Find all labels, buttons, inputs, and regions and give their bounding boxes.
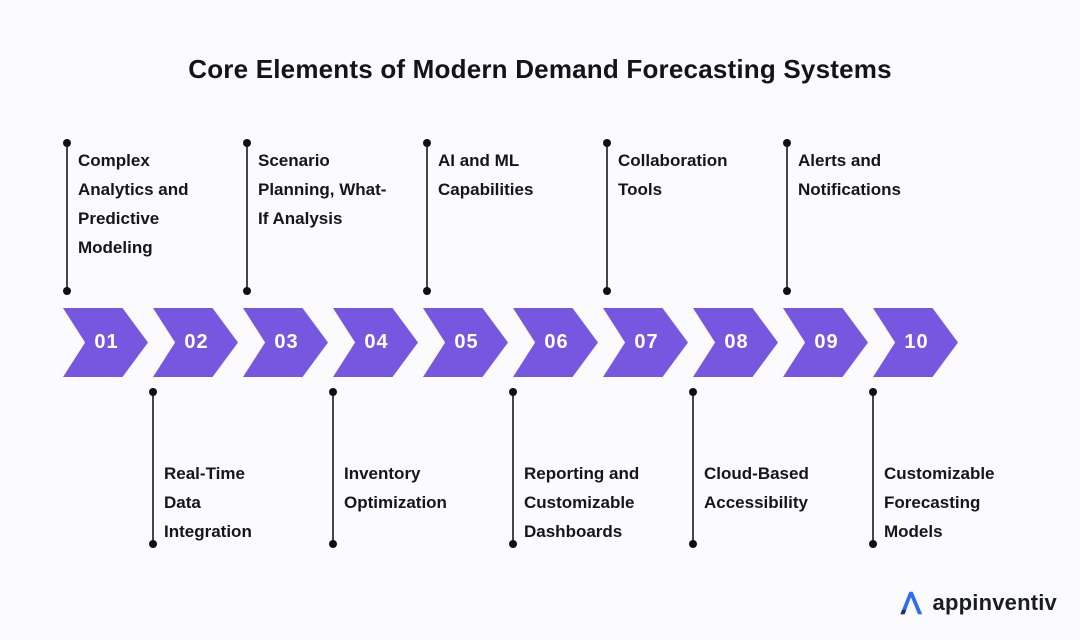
connector-dot xyxy=(63,139,71,147)
connector-line xyxy=(603,139,611,295)
chevron-step-05: 05 xyxy=(423,308,508,377)
chevron-step-08: 08 xyxy=(693,308,778,377)
logo-triangle-blue xyxy=(899,591,922,615)
connector-dot xyxy=(423,139,431,147)
chevron-step-09: 09 xyxy=(783,308,868,377)
connector-dot xyxy=(329,540,337,548)
connector-line xyxy=(423,139,431,295)
connector-dot xyxy=(869,540,877,548)
connector-dot xyxy=(603,287,611,295)
connector-dot xyxy=(329,388,337,396)
brand-name: appinventiv xyxy=(932,590,1057,615)
connector-dot xyxy=(149,388,157,396)
step-number: 05 xyxy=(454,331,479,353)
connector-line xyxy=(509,388,517,548)
connector-dot xyxy=(603,139,611,147)
chevron-step-04: 04 xyxy=(333,308,418,377)
connector-line xyxy=(329,388,337,548)
chevron-step-06: 06 xyxy=(513,308,598,377)
connector-line xyxy=(63,139,71,295)
step-number: 08 xyxy=(724,331,749,353)
connector-dot xyxy=(509,388,517,396)
connector-line xyxy=(689,388,697,548)
logo-foot-navy xyxy=(899,609,906,615)
connector-dot xyxy=(243,287,251,295)
chevron-step-01: 01 xyxy=(63,308,148,377)
step-number: 02 xyxy=(184,331,209,353)
step-label-02: Real-Time Data Integration xyxy=(164,464,252,541)
step-number: 06 xyxy=(544,331,569,353)
step-label-08: Cloud-Based Accessibility xyxy=(704,464,809,512)
connector-line xyxy=(149,388,157,548)
step-number: 04 xyxy=(364,331,389,353)
connector-dot xyxy=(689,388,697,396)
step-label-09: Alerts and Notifications xyxy=(798,151,901,199)
step-label-10: Customizable Forecasting Models xyxy=(884,464,995,541)
step-number: 10 xyxy=(904,331,929,353)
step-number: 07 xyxy=(634,331,659,353)
step-number: 09 xyxy=(814,331,839,353)
chevron-step-03: 03 xyxy=(243,308,328,377)
page-title: Core Elements of Modern Demand Forecasti… xyxy=(188,54,892,84)
step-label-03: Scenario Planning, What- If Analysis xyxy=(258,151,387,228)
chevron-step-02: 02 xyxy=(153,308,238,377)
step-number: 03 xyxy=(274,331,299,353)
connector-dot xyxy=(423,287,431,295)
connector-line xyxy=(869,388,877,548)
connector-dot xyxy=(783,287,791,295)
connector-dot xyxy=(243,139,251,147)
connector-dot xyxy=(509,540,517,548)
brand-logo: appinventiv xyxy=(896,589,1057,617)
step-number: 01 xyxy=(94,331,119,353)
chevron-step-07: 07 xyxy=(603,308,688,377)
appinventiv-a-triangle-icon xyxy=(899,591,922,615)
step-label-05: AI and ML Capabilities xyxy=(438,151,534,199)
connector-line xyxy=(783,139,791,295)
connector-dot xyxy=(689,540,697,548)
connector-dot xyxy=(63,287,71,295)
chevron-step-10: 10 xyxy=(873,308,958,377)
connector-line xyxy=(243,139,251,295)
step-label-04: Inventory Optimization xyxy=(344,464,447,512)
step-label-06: Reporting and Customizable Dashboards xyxy=(524,464,640,541)
connector-dot xyxy=(149,540,157,548)
connector-dot xyxy=(783,139,791,147)
connector-dot xyxy=(869,388,877,396)
step-label-01: Complex Analytics and Predictive Modelin… xyxy=(78,151,189,257)
step-label-07: Collaboration Tools xyxy=(618,151,728,199)
